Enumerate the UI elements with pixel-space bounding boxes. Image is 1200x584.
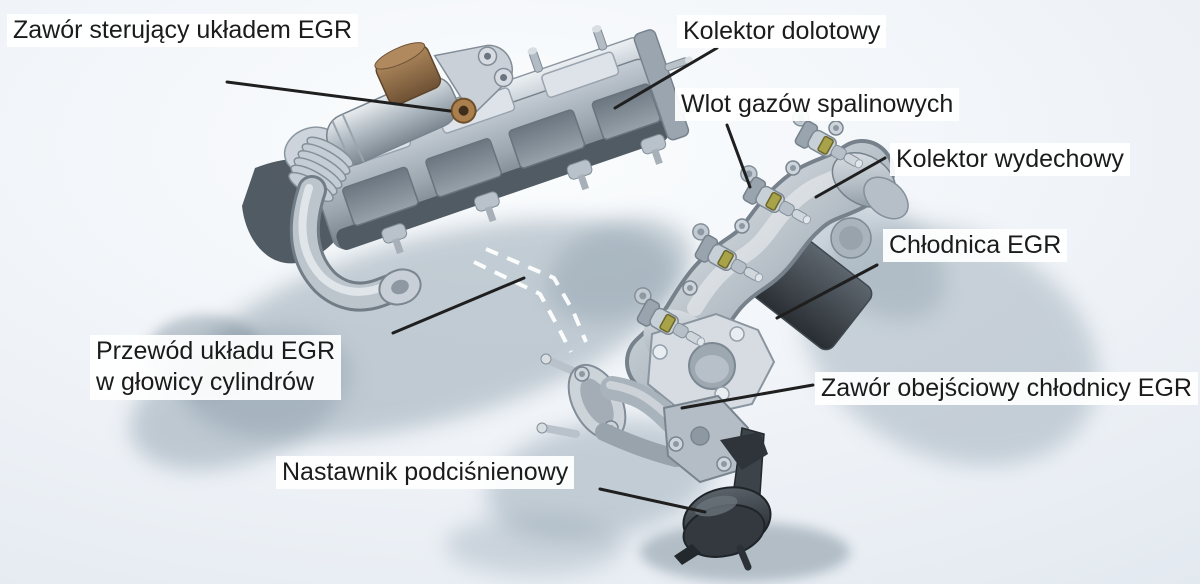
- leader-egr-cooler: [775, 263, 879, 320]
- leader-bypass-valve: [680, 383, 815, 410]
- leader-egr-passage: [391, 276, 526, 335]
- label-egr-cooler-bypass-valve: Zawór obejściowy chłodnicy EGR: [815, 372, 1198, 406]
- label-egr-passage-line1: Przewód układu EGR: [96, 337, 336, 365]
- egr-control-valve-part: [326, 42, 514, 166]
- label-exhaust-gas-inlet: Wlot gazów spalinowych: [675, 88, 960, 122]
- label-egr-control-valve: Zawór sterujący układem EGR: [7, 14, 359, 48]
- leader-lines: [225, 46, 887, 514]
- leader-vacuum-actuator: [598, 487, 707, 514]
- leader-intake-manifold: [613, 46, 719, 110]
- label-vacuum-actuator: Nastawnik podciśnienowy: [276, 456, 575, 490]
- intake-manifold-body: [296, 25, 708, 255]
- label-exhaust-manifold: Kolektor wydechowy: [890, 143, 1130, 177]
- exhaust-manifold-part: [536, 106, 909, 571]
- exhaust-outlet-flange: [646, 312, 776, 420]
- egr-pipe: [289, 175, 422, 312]
- label-egr-passage-line2: w głowicy cylindrów: [96, 368, 315, 397]
- hidden-egr-passage-dashes: [473, 247, 588, 353]
- label-intake-manifold: Kolektor dolotowy: [677, 15, 887, 49]
- label-egr-passage: Przewód układu EGR w głowicy cylindrów: [90, 335, 342, 400]
- leader-exhaust-gas-inlet: [725, 123, 752, 189]
- leader-exhaust-manifold: [814, 156, 887, 199]
- leader-egr-control-valve: [225, 80, 452, 113]
- label-egr-cooler: Chłodnica EGR: [883, 229, 1068, 263]
- intake-manifold-part: [242, 25, 708, 312]
